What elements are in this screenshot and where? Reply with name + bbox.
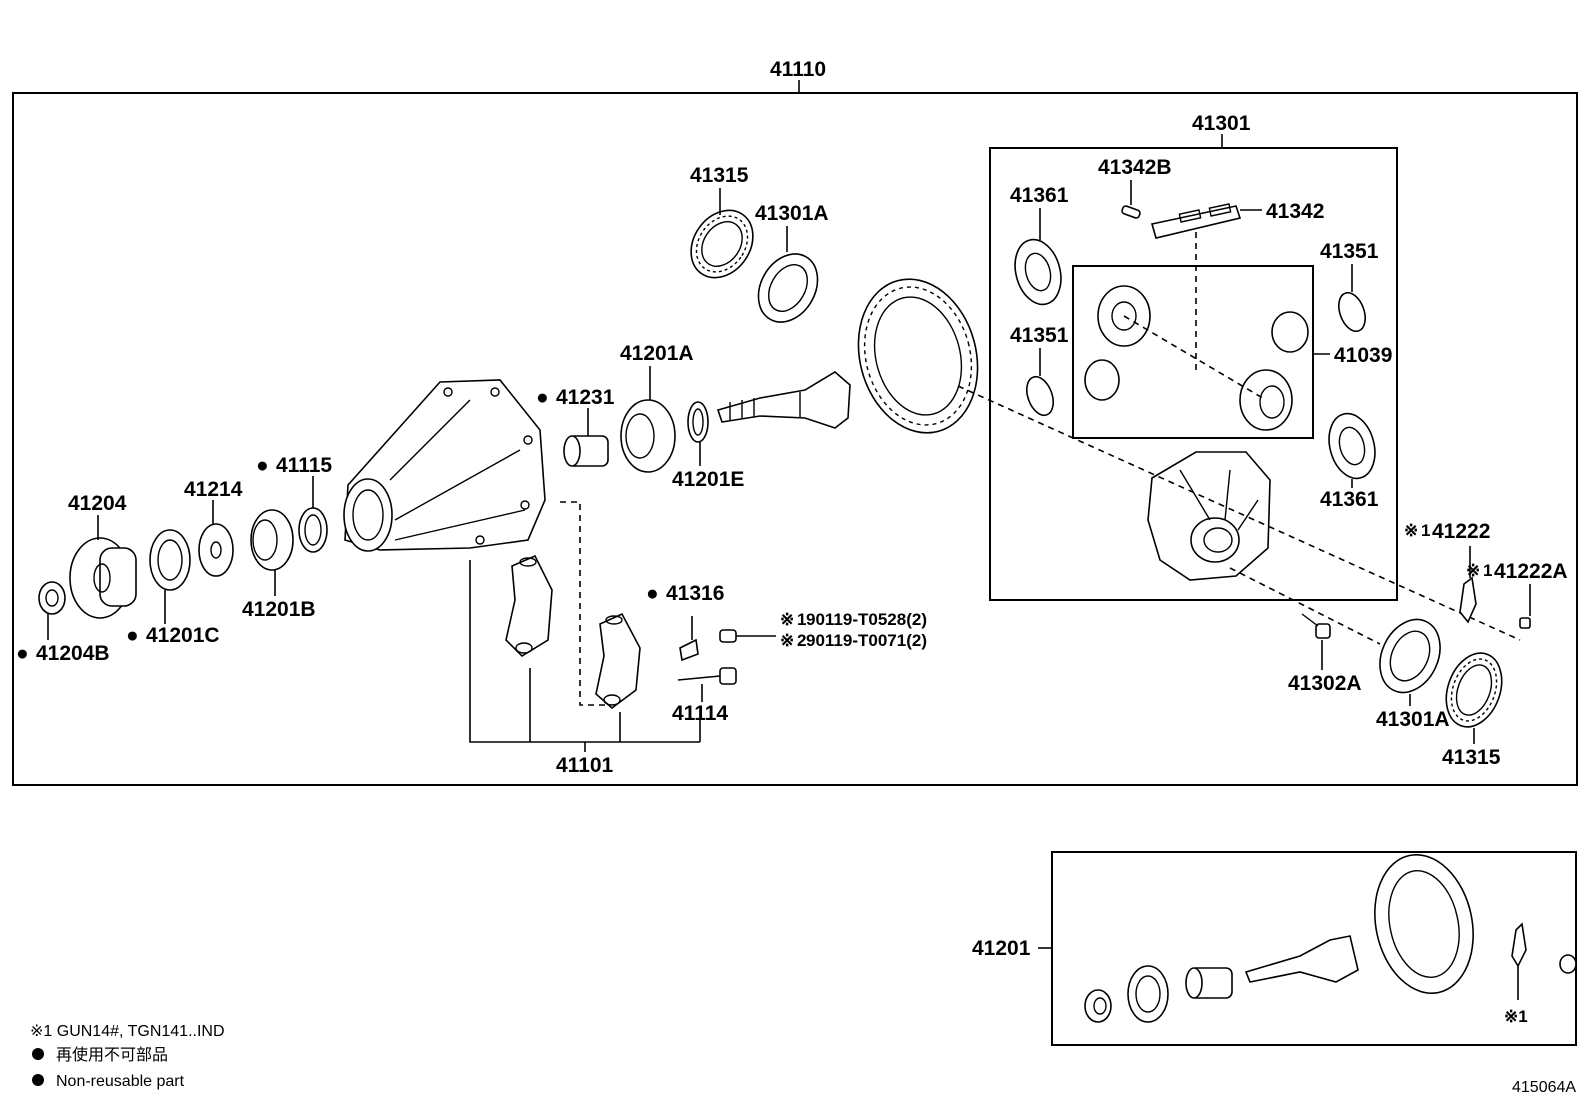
thrust-washer-icon <box>1338 291 1366 333</box>
label-41201E[interactable]: 41201E <box>672 468 744 491</box>
subassembly-frame-41039 <box>1072 265 1314 439</box>
label-41361-bottom[interactable]: 41361 <box>1320 488 1379 511</box>
label-41222[interactable]: 41222 <box>1432 520 1490 543</box>
label-41301[interactable]: 41301 <box>1192 112 1251 135</box>
reference-number: 2 <box>797 631 806 650</box>
nonreusable-mark: ● <box>16 642 29 665</box>
label-41110[interactable]: 41110 <box>770 58 826 81</box>
label-41214[interactable]: 41214 <box>184 478 243 501</box>
label-41351-left[interactable]: 41351 <box>1010 324 1069 347</box>
bearing-race-icon <box>149 529 191 591</box>
washer-icon <box>687 401 709 443</box>
drive-pinion-icon <box>1244 935 1359 983</box>
diagram-code: 415064A <box>1512 1079 1576 1096</box>
label-41302A[interactable]: 41302A <box>1288 672 1362 695</box>
reference-mark: ※ <box>1404 521 1418 540</box>
spacer-icon <box>1185 967 1233 999</box>
legend-nonreusable-en: Non-reusable part <box>56 1073 185 1090</box>
bolt-icon <box>1301 613 1331 639</box>
reference-number: 1 <box>1421 521 1430 540</box>
subassembly-frame-41301 <box>989 147 1398 601</box>
thrust-washer-icon <box>1014 238 1062 306</box>
lock-plate-icon <box>1511 922 1527 968</box>
label-41301A-top[interactable]: 41301A <box>755 202 829 225</box>
thrust-washer-icon <box>1026 375 1054 417</box>
reference-number: 1 <box>797 610 806 629</box>
bolt-icon <box>1519 617 1531 629</box>
legend-bullet <box>32 1048 44 1060</box>
pinion-shaft-icon <box>1150 203 1242 239</box>
label-41315-bottom[interactable]: 41315 <box>1442 746 1501 769</box>
carrier-housing-icon <box>343 379 546 552</box>
bracket-icon <box>679 638 699 662</box>
bearing-cap-icon <box>505 554 553 658</box>
nonreusable-mark: ● <box>646 582 659 605</box>
label-41351-right[interactable]: 41351 <box>1320 240 1379 263</box>
reference-mark: ※ <box>780 631 794 650</box>
side-gear-icon <box>1239 369 1293 431</box>
assembly-frame-41110 <box>12 92 1578 786</box>
drive-pinion-icon <box>716 371 851 429</box>
label-41222A[interactable]: 41222A <box>1494 560 1568 583</box>
bearing-icon <box>620 399 676 473</box>
bearing-race-icon <box>757 253 819 323</box>
nut-icon <box>1084 989 1112 1023</box>
label-41115[interactable]: 41115 <box>276 454 332 477</box>
legend-bullet <box>32 1074 44 1086</box>
nonreusable-mark: ● <box>536 386 549 409</box>
label-41201[interactable]: 41201 <box>972 937 1031 960</box>
reference-mark: ※ <box>1466 561 1480 580</box>
ring-gear-icon <box>1374 854 1474 994</box>
oil-seal-icon <box>298 507 328 553</box>
pin-icon <box>1121 205 1141 219</box>
nut-icon <box>38 581 66 615</box>
washer-icon <box>198 523 234 577</box>
bolt-icon <box>719 629 776 643</box>
label-41342[interactable]: 41342 <box>1266 200 1324 223</box>
label-41201A[interactable]: 41201A <box>620 342 694 365</box>
label-41342B[interactable]: 41342B <box>1098 156 1172 179</box>
bearing-race-icon <box>1127 965 1169 1023</box>
reference-mark: ※ <box>780 610 794 629</box>
lock-plate-icon <box>1459 576 1477 624</box>
label-41101[interactable]: 41101 <box>556 754 614 777</box>
bolt-icon <box>1559 954 1577 974</box>
label-41231[interactable]: 41231 <box>556 386 615 409</box>
bearing-cap-icon <box>595 612 641 710</box>
label-41301A-bottom[interactable]: 41301A <box>1376 708 1450 731</box>
label-41316[interactable]: 41316 <box>666 582 724 605</box>
thrust-washer-icon <box>1328 412 1376 480</box>
legend-nonreusable-jp: 再使用不可部品 <box>56 1046 168 1064</box>
label-41361-top[interactable]: 41361 <box>1010 184 1069 207</box>
label-41315-top[interactable]: 41315 <box>690 164 749 187</box>
label-41114[interactable]: 41114 <box>672 702 728 725</box>
note-90119-T0071[interactable]: 90119-T0071(2) <box>806 631 927 650</box>
pinion-gear-icon <box>1084 359 1120 401</box>
label-41201C[interactable]: 41201C <box>146 624 220 647</box>
spacer-icon <box>563 435 609 467</box>
label-41204B[interactable]: 41204B <box>36 642 110 665</box>
label-41039[interactable]: 41039 <box>1334 344 1392 367</box>
pinion-gear-icon <box>1271 311 1309 353</box>
label-41201B[interactable]: 41201B <box>242 598 316 621</box>
label-41204[interactable]: 41204 <box>68 492 127 515</box>
note-90119-T0528[interactable]: 90119-T0528(2) <box>806 610 927 629</box>
bearing-race-icon <box>1379 618 1441 694</box>
bearing-icon <box>250 509 294 571</box>
label-mark1-sub[interactable]: ※1 <box>1504 1007 1528 1026</box>
flange-icon <box>69 537 137 619</box>
legend-applicability: ※1 GUN14#, TGN141..IND <box>30 1023 225 1040</box>
reference-number: 1 <box>1483 561 1492 580</box>
bearing-icon <box>1445 652 1503 728</box>
nonreusable-mark: ● <box>126 624 139 647</box>
nonreusable-mark: ● <box>256 454 269 477</box>
ring-gear-icon <box>857 278 979 434</box>
differential-case-icon <box>1147 451 1271 581</box>
bearing-icon <box>690 209 754 279</box>
bolt-icon <box>677 667 737 685</box>
